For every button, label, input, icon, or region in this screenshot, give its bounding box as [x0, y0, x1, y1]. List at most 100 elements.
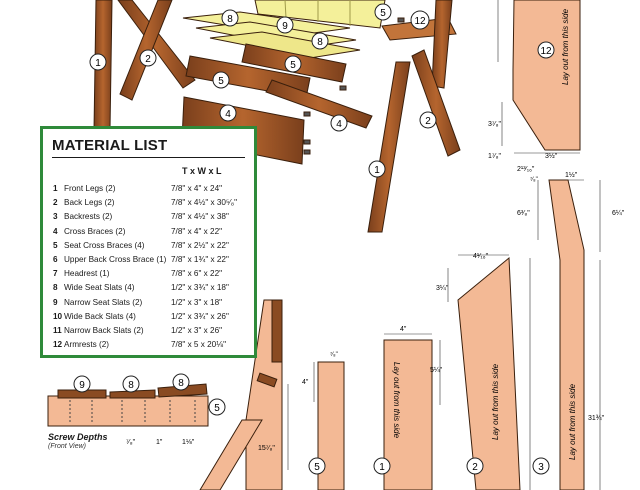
part-name: Armrests (2)	[64, 340, 110, 350]
part-number: 11	[53, 326, 62, 335]
part-dims: 7/8" x 1¾" x 22"	[171, 255, 229, 264]
callout-3: 3	[532, 457, 550, 475]
part-number: 4	[53, 226, 58, 236]
part-number: 9	[53, 297, 58, 307]
dim-5-1-4: 5¼"	[430, 367, 443, 374]
svg-text:1: 1	[95, 58, 101, 69]
dim-4-b: 4"	[302, 379, 309, 386]
dim-2-13-16: 2¹³⁄₁₆"	[517, 166, 535, 173]
callout-5c: 5	[212, 71, 230, 89]
callout-9-detail: 9	[73, 375, 91, 393]
screw-depth-slat-9	[57, 389, 107, 399]
backrest-pattern	[548, 179, 585, 490]
part-name: Narrow Back Slats (2)	[64, 326, 144, 335]
svg-text:2: 2	[145, 54, 151, 65]
screw-depths-subtitle: (Front View)	[48, 443, 86, 450]
dim-7-8-a: ⁷⁄₈"	[530, 176, 538, 183]
svg-text:5: 5	[380, 8, 386, 19]
callout-2: 2	[139, 49, 157, 67]
part-number: 6	[53, 255, 58, 264]
svg-text:8: 8	[128, 380, 134, 391]
callout-8: 8	[221, 9, 239, 27]
dim-6-1-4: 6¼"	[612, 210, 625, 217]
dim-15-7-8: 15⁷⁄₈"	[258, 445, 275, 452]
layout-note-front-leg: Lay out from this side	[392, 362, 401, 439]
part-name: Seat Cross Braces (4)	[64, 240, 145, 250]
dim-4-1-16: 4¹⁄₁₆"	[473, 253, 489, 260]
back-leg-left	[117, 0, 196, 89]
part-name: Wide Seat Slats (4)	[64, 283, 135, 293]
callout-2b: 2	[419, 111, 437, 129]
part-dims: 1/2" x 3" x 26"	[171, 326, 223, 335]
armrest-shape	[512, 0, 581, 151]
part-dims: 7/8" x 5 x 20⅛"	[171, 340, 226, 350]
svg-text:12: 12	[414, 16, 426, 27]
armrest-pattern: 12 Lay out from this side 3⁷⁄₈" 1⁷⁄₈" 3½…	[488, 0, 581, 160]
callout-4b: 4	[330, 114, 348, 132]
layout-note-armrest: Lay out from this side	[561, 8, 570, 85]
callout-12: 12	[410, 10, 430, 30]
svg-text:5: 5	[214, 403, 220, 414]
part-dims: 7/8" x 4½" x 30⁵⁄₈"	[171, 198, 238, 208]
callout-5b: 5	[284, 55, 302, 73]
part-name: Backrests (2)	[64, 212, 113, 222]
svg-text:5: 5	[218, 76, 224, 87]
svg-text:1: 1	[379, 462, 385, 473]
callout-12-pattern: 12	[540, 46, 552, 57]
layout-note-backrest: Lay out from this side	[568, 383, 577, 460]
svg-text:2: 2	[425, 116, 431, 127]
title-rule	[52, 157, 245, 158]
dim-3-1-4: 3¼"	[436, 285, 449, 292]
part-name: Back Legs (2)	[64, 198, 115, 208]
callout-9: 9	[276, 16, 294, 34]
part-number: 1	[53, 184, 58, 193]
seat-cross-brace-long	[265, 79, 373, 129]
svg-text:8: 8	[317, 37, 323, 48]
svg-text:5: 5	[314, 462, 320, 473]
dim-6-3-8: 6³⁄₈"	[517, 210, 530, 217]
svg-text:8: 8	[178, 378, 184, 389]
back-slats	[254, 0, 386, 29]
callouts: 1 2 8 9 8 5 12 5 5 4 4 2 1	[89, 3, 437, 178]
part-number: 12	[53, 340, 63, 350]
part-number: 10	[53, 311, 63, 321]
part-name: Upper Back Cross Brace (1)	[64, 255, 167, 264]
side-brace-dark	[271, 299, 283, 363]
svg-text:1: 1	[374, 165, 380, 176]
part-number: 5	[53, 240, 58, 250]
layout-note-back-leg: Lay out from this side	[491, 363, 500, 440]
part-name: Headrest (1)	[64, 269, 110, 279]
material-row: 9 Narrow Seat Slats (2) 1/2" x 3" x 18"	[53, 295, 248, 310]
dim-31-3-4: 31¾"	[588, 415, 605, 422]
part-name: Wide Back Slats (4)	[64, 311, 136, 321]
screw-dim-1: ⁷⁄₈"	[126, 439, 136, 446]
svg-text:9: 9	[79, 380, 85, 391]
part-name: Narrow Seat Slats (2)	[64, 297, 143, 307]
front-leg-pattern	[383, 339, 433, 490]
screw-depths-title: Screw Depths	[48, 432, 108, 442]
part-dims: 1/2" x 3¾" x 18"	[171, 283, 229, 293]
dim-1-1-2: 1½"	[565, 171, 578, 179]
part-number: 3	[53, 212, 58, 222]
part-dims: 1/2" x 3" x 18"	[171, 297, 223, 307]
part-dims: 7/8" x 4" x 24"	[171, 184, 223, 193]
svg-text:9: 9	[282, 21, 288, 32]
callout-2-pattern: 2	[466, 457, 484, 475]
material-row: 6 Upper Back Cross Brace (1) 7/8" x 1¾" x …	[53, 252, 248, 267]
callout-8-detail-b: 8	[172, 373, 190, 391]
exploded-chair-view	[93, 0, 461, 233]
dim-3-1-2: 3½"	[545, 152, 558, 160]
callout-1b: 1	[368, 160, 386, 178]
part-dims: 7/8" x 2½" x 22"	[171, 240, 229, 250]
material-list-title: MATERIAL LIST	[52, 137, 168, 154]
right-upright	[431, 0, 453, 89]
